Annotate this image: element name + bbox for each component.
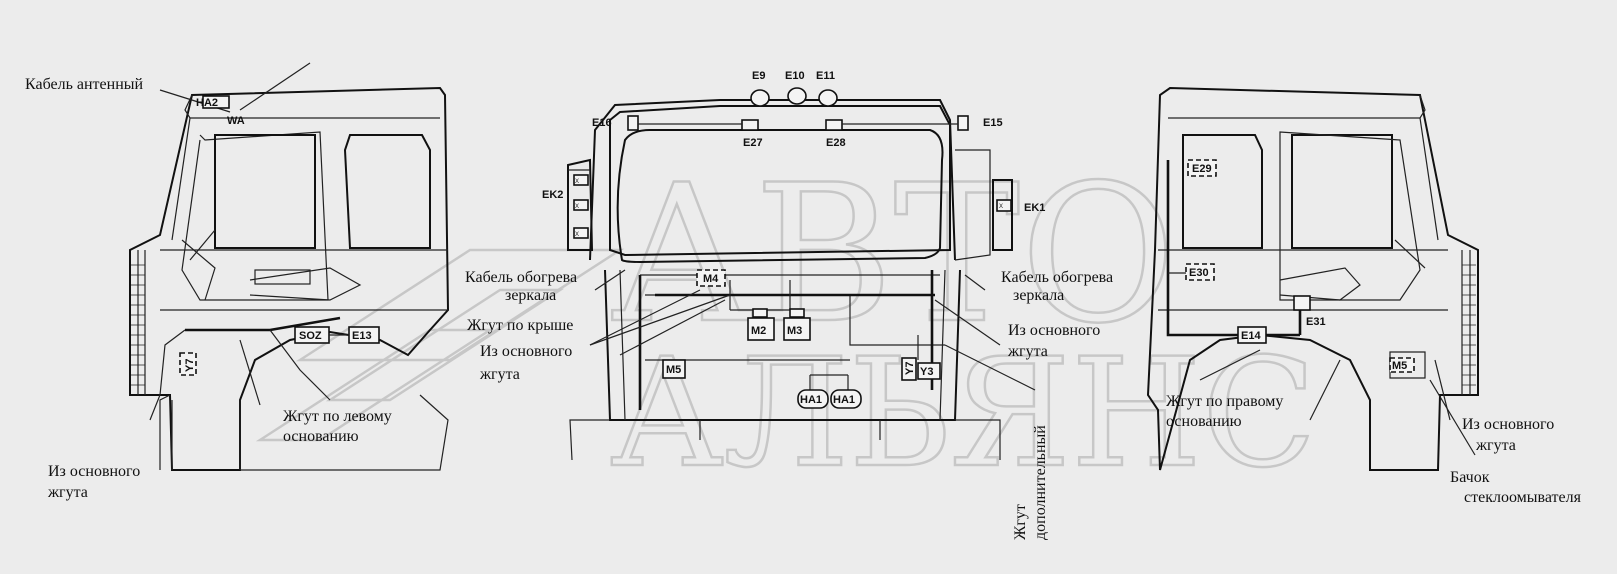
component-e15: E15 bbox=[983, 117, 1003, 129]
label-mirror-heat-left-2: зеркала bbox=[505, 287, 556, 304]
svg-text:X: X bbox=[575, 179, 579, 185]
label-main-harness-right-2: жгута bbox=[1007, 343, 1048, 360]
component-ha1-b: HA1 bbox=[833, 394, 855, 406]
component-e9: E9 bbox=[752, 70, 765, 82]
label-main-harness-center-2: жгута bbox=[479, 366, 520, 383]
label-main-harness-far-2: жгута bbox=[1475, 437, 1516, 454]
svg-text:X: X bbox=[575, 232, 579, 238]
component-m2: M2 bbox=[751, 325, 766, 337]
component-wa: WA bbox=[227, 115, 245, 127]
label-mirror-heat-right-1: Кабель обогрева bbox=[1001, 269, 1113, 286]
component-e27: E27 bbox=[743, 137, 763, 149]
roof-light-e11 bbox=[818, 89, 838, 107]
label-additional-harness-1: Жгут bbox=[1012, 504, 1029, 540]
component-ha1-a: HA1 bbox=[800, 394, 822, 406]
component-e14: E14 bbox=[1241, 330, 1261, 342]
component-e30: E30 bbox=[1189, 267, 1209, 279]
component-soz: SOZ bbox=[299, 330, 322, 342]
component-ek2: EK2 bbox=[542, 189, 563, 201]
component-e13: E13 bbox=[352, 330, 372, 342]
label-mirror-heat-left-1: Кабель обогрева bbox=[465, 269, 577, 286]
label-main-harness-right-1: Из основного bbox=[1008, 322, 1100, 339]
label-roof-harness: Жгут по крыше bbox=[467, 317, 573, 334]
label-main-harness-left-2: жгута bbox=[47, 484, 88, 501]
labels: Кабель антенный Кабель обогрева зеркала … bbox=[25, 76, 1582, 540]
component-e31: E31 bbox=[1306, 316, 1326, 328]
label-mirror-heat-right-2: зеркала bbox=[1013, 287, 1064, 304]
component-y7-center: Y7 bbox=[904, 362, 916, 375]
label-left-base-harness-2: основанию bbox=[283, 428, 359, 445]
component-ha2: HA2 bbox=[196, 97, 218, 109]
label-washer-tank-2: стеклоомывателя bbox=[1464, 489, 1582, 506]
component-m5-right: M5 bbox=[1392, 360, 1407, 372]
label-right-base-harness-1: Жгут по правому bbox=[1166, 393, 1283, 410]
label-washer-tank-1: Бачок bbox=[1450, 469, 1490, 486]
component-e29: E29 bbox=[1192, 163, 1212, 175]
watermark-line2: АЛЬЯНС bbox=[610, 327, 1317, 501]
label-additional-harness-2: дополнительный bbox=[1032, 425, 1049, 540]
component-e10: E10 bbox=[785, 70, 805, 82]
label-right-base-harness-2: основанию bbox=[1166, 413, 1242, 430]
watermark: АВТО АЛЬЯНС bbox=[255, 143, 1318, 502]
label-left-base-harness-1: Жгут по левому bbox=[283, 408, 392, 425]
label-main-harness-center-1: Из основного bbox=[480, 343, 572, 360]
label-main-harness-left-1: Из основного bbox=[48, 463, 140, 480]
right-cab-side-view: E29 E30 E14 E31 M5 bbox=[1146, 86, 1479, 471]
component-e16: E16 bbox=[592, 117, 612, 129]
svg-text:X: X bbox=[575, 204, 579, 210]
component-m4: M4 bbox=[703, 273, 719, 285]
component-y3: Y3 bbox=[920, 366, 933, 378]
component-ek1: EK1 bbox=[1024, 202, 1045, 214]
component-m3: M3 bbox=[787, 325, 802, 337]
component-y7-left: Y7 bbox=[184, 359, 196, 372]
left-cab-side-view: HA2 WA SOZ E13 Y7 bbox=[129, 62, 450, 471]
roof-light-e10 bbox=[787, 87, 807, 105]
roof-light-e9 bbox=[750, 89, 770, 107]
label-antenna-cable: Кабель антенный bbox=[25, 76, 144, 93]
center-cab-rear-view: E9 E10 E11 E16 E15 E27 E28 X X X EK2 X E… bbox=[542, 70, 1045, 461]
label-main-harness-far-1: Из основного bbox=[1462, 416, 1554, 433]
svg-text:X: X bbox=[999, 204, 1003, 210]
component-m5-center: M5 bbox=[666, 364, 681, 376]
component-e28: E28 bbox=[826, 137, 846, 149]
component-e11: E11 bbox=[816, 70, 835, 82]
